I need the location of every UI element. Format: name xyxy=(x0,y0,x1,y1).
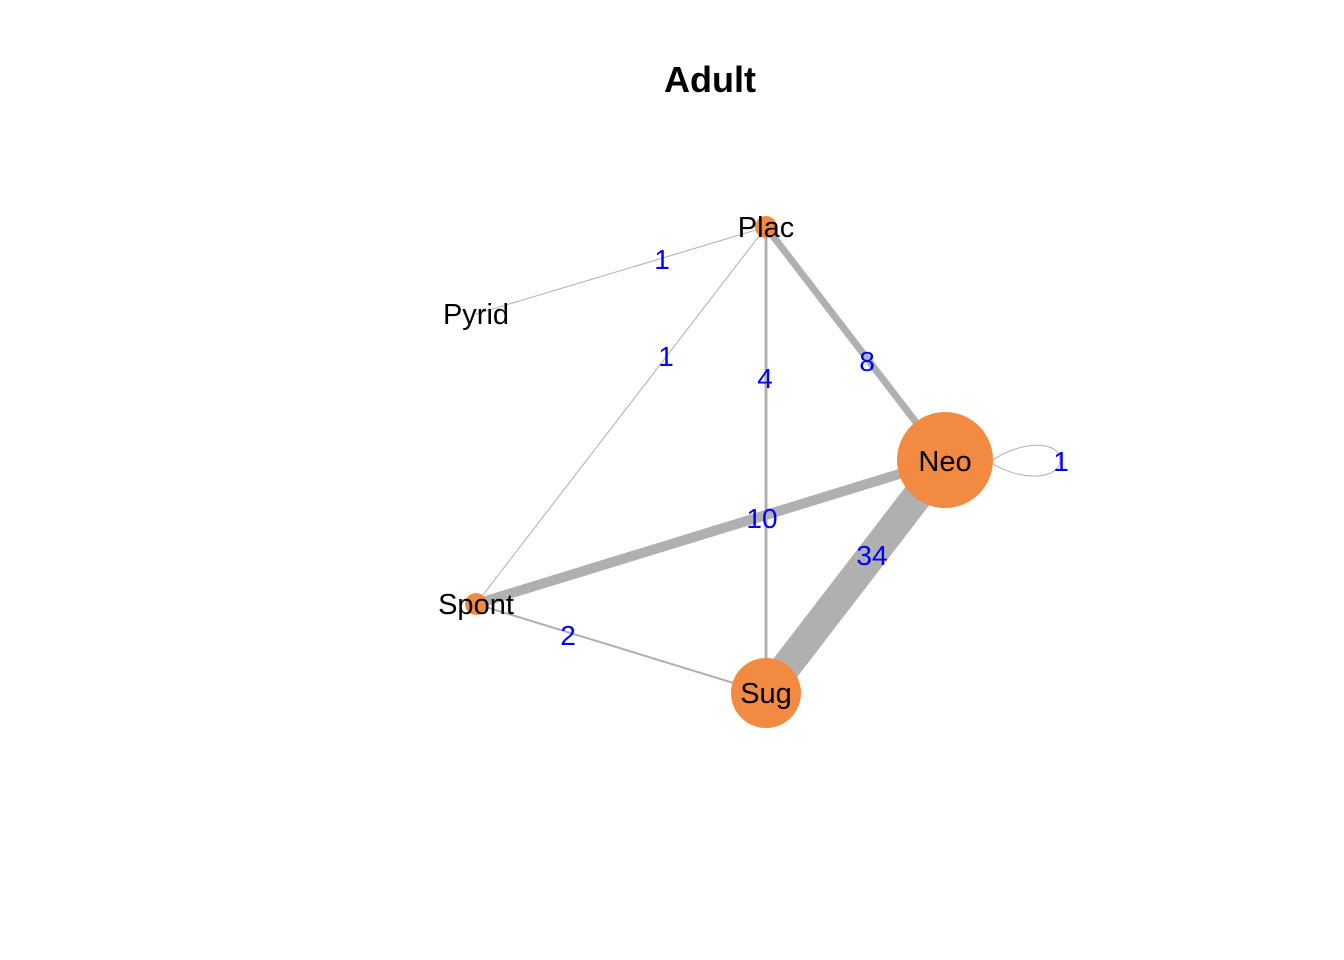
edge-pyrid-plac xyxy=(475,226,767,315)
node-label-pyrid: Pyrid xyxy=(443,299,509,331)
edge-label-neo-plac: 8 xyxy=(859,346,875,377)
node-neo xyxy=(897,412,993,508)
node-label-sug: Sug xyxy=(740,678,792,710)
edge-neo-plac xyxy=(763,224,948,463)
edge-spont-neo xyxy=(474,455,947,609)
node-sug xyxy=(731,658,801,728)
diagram-title: Adult xyxy=(664,59,756,100)
edge-label-pyrid-plac: 1 xyxy=(654,244,670,275)
node-spont xyxy=(465,593,487,615)
node-label-neo: Neo xyxy=(918,446,971,478)
node-plac xyxy=(755,216,777,238)
nodes xyxy=(465,216,993,728)
edge-label-spont-plac: 1 xyxy=(658,341,674,372)
edge-spont-sug xyxy=(475,603,767,694)
edge-neo-neo-loop xyxy=(989,444,1061,477)
edge-label-spont-sug: 2 xyxy=(560,620,576,651)
edge-label-sug-neo: 34 xyxy=(856,540,887,571)
edge-labels: 1 1 4 8 1 10 34 2 xyxy=(560,244,1069,651)
node-label-spont: Spont xyxy=(438,589,514,621)
edges xyxy=(474,224,1061,703)
node-labels: Plac Pyrid Neo Spont Sug xyxy=(438,212,972,710)
node-label-plac: Plac xyxy=(738,212,794,244)
edge-label-spont-neo: 10 xyxy=(746,503,777,534)
edge-sug-neo xyxy=(754,450,957,703)
edge-spont-plac xyxy=(475,226,767,605)
edge-label-sug-plac: 4 xyxy=(757,363,773,394)
edge-label-neo-neo: 1 xyxy=(1053,446,1069,477)
